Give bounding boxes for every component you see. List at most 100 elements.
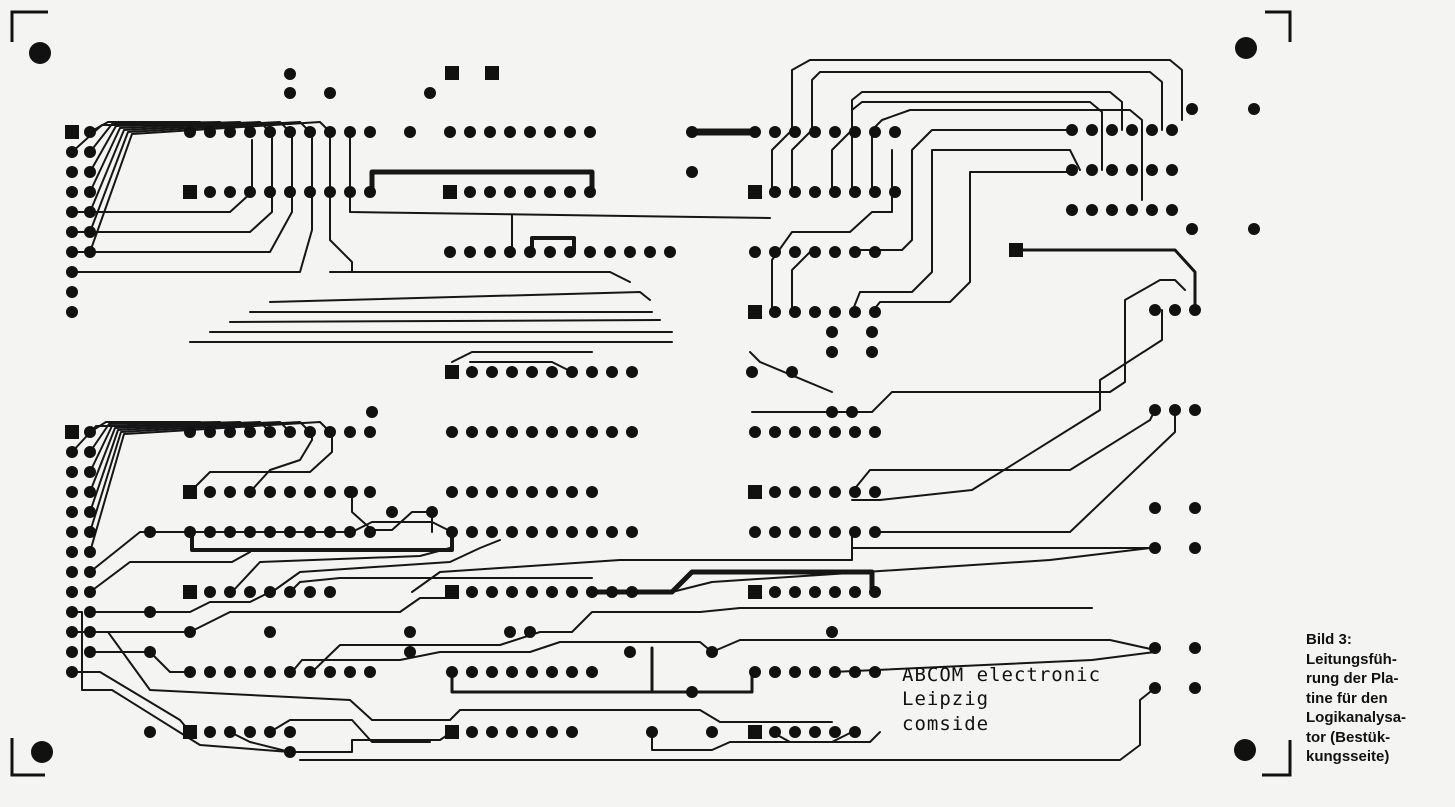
round-pad xyxy=(66,286,78,298)
round-pad xyxy=(344,126,356,138)
round-pad xyxy=(504,126,516,138)
round-pad xyxy=(626,586,638,598)
round-pad xyxy=(66,146,78,158)
copper-trace xyxy=(190,530,454,552)
copper-trace xyxy=(229,319,661,323)
round-pad xyxy=(789,726,801,738)
round-pad xyxy=(846,406,858,418)
round-pad xyxy=(586,426,598,438)
square-pad xyxy=(183,585,197,599)
round-pad xyxy=(829,486,841,498)
round-pad xyxy=(809,526,821,538)
round-pad xyxy=(304,486,316,498)
round-pad xyxy=(826,626,838,638)
round-pad xyxy=(364,426,376,438)
copper-trace xyxy=(89,591,271,613)
round-pad xyxy=(404,646,416,658)
round-pad xyxy=(889,126,901,138)
round-pad xyxy=(324,126,336,138)
round-pad xyxy=(829,246,841,258)
round-pad xyxy=(464,246,476,258)
round-pad xyxy=(1146,124,1158,136)
mounting-holes xyxy=(29,37,1257,763)
copper-trace xyxy=(229,731,453,753)
solder-pads xyxy=(65,66,1260,758)
round-pad xyxy=(686,166,698,178)
round-pad xyxy=(869,186,881,198)
round-pad xyxy=(364,666,376,678)
round-pad xyxy=(184,526,196,538)
round-pad xyxy=(184,666,196,678)
copper-trace xyxy=(450,670,754,694)
round-pad xyxy=(506,366,518,378)
round-pad xyxy=(244,666,256,678)
round-pad xyxy=(404,126,416,138)
round-pad xyxy=(504,246,516,258)
square-pad xyxy=(183,725,197,739)
round-pad xyxy=(849,246,861,258)
round-pad xyxy=(789,306,801,318)
round-pad xyxy=(66,546,78,558)
copper-trace xyxy=(289,577,593,593)
round-pad xyxy=(826,406,838,418)
copper-trace xyxy=(89,121,291,213)
square-pad xyxy=(183,485,197,499)
round-pad xyxy=(829,586,841,598)
round-pad xyxy=(144,606,156,618)
round-pad xyxy=(446,526,458,538)
round-pad xyxy=(264,426,276,438)
round-pad xyxy=(424,87,436,99)
round-pad xyxy=(486,486,498,498)
round-pad xyxy=(386,506,398,518)
round-pad xyxy=(1126,164,1138,176)
round-pad xyxy=(749,246,761,258)
round-pad xyxy=(869,526,881,538)
round-pad xyxy=(1086,204,1098,216)
round-pad xyxy=(866,326,878,338)
copper-trace xyxy=(651,731,853,751)
square-pad xyxy=(748,305,762,319)
round-pad xyxy=(486,666,498,678)
round-pad xyxy=(224,426,236,438)
copper-trace xyxy=(791,71,1163,193)
round-pad xyxy=(1189,502,1201,514)
copper-trace xyxy=(231,547,451,593)
round-pad xyxy=(224,126,236,138)
copper-trace xyxy=(89,121,271,193)
round-pad xyxy=(706,646,718,658)
round-pad xyxy=(526,586,538,598)
round-pad xyxy=(224,526,236,538)
round-pad xyxy=(284,746,296,758)
round-pad xyxy=(204,126,216,138)
crop-mark-bottom-left xyxy=(10,738,45,777)
copper-trace xyxy=(269,719,431,743)
round-pad xyxy=(809,246,821,258)
copper-trace xyxy=(89,551,251,593)
round-pad xyxy=(204,666,216,678)
round-pad xyxy=(849,666,861,678)
round-pad xyxy=(506,726,518,738)
round-pad xyxy=(809,486,821,498)
copper-trace xyxy=(89,631,833,723)
round-pad xyxy=(606,366,618,378)
round-pad xyxy=(464,186,476,198)
round-pad xyxy=(66,226,78,238)
round-pad xyxy=(566,366,578,378)
round-pad xyxy=(524,246,536,258)
round-pad xyxy=(284,87,296,99)
round-pad xyxy=(749,666,761,678)
round-pad xyxy=(344,526,356,538)
round-pad xyxy=(586,526,598,538)
round-pad xyxy=(564,126,576,138)
round-pad xyxy=(586,586,598,598)
round-pad xyxy=(606,426,618,438)
round-pad xyxy=(466,526,478,538)
copper-trace xyxy=(469,361,573,373)
round-pad xyxy=(546,726,558,738)
round-pad xyxy=(809,426,821,438)
round-pad xyxy=(324,666,336,678)
round-pad xyxy=(869,426,881,438)
round-pad xyxy=(244,526,256,538)
round-pad xyxy=(526,486,538,498)
